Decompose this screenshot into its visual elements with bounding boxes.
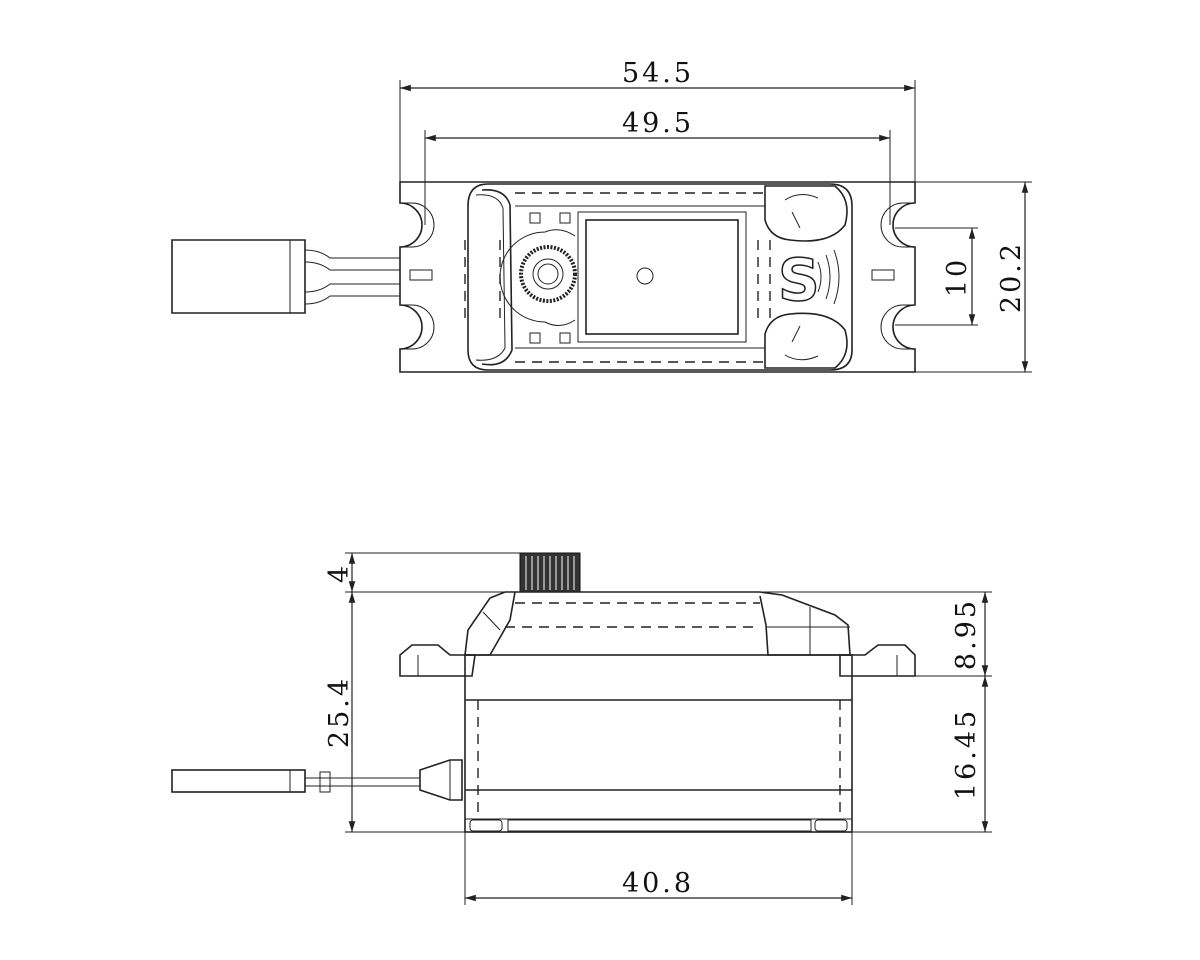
side-view [171,552,916,833]
dim-overall-length: 54.5 [622,58,694,89]
mounting-tab-left [399,644,476,677]
label-plate-left [409,269,433,281]
wire-bundle-top [304,249,400,305]
dim-body-length: 40.8 [622,868,694,899]
dim-hole-spacing-length: 49.5 [622,108,694,139]
side-view-dimensions: 4 25.4 8.95 16.45 40.8 [324,552,992,905]
dim-width: 20.2 [996,241,1027,313]
cable-guide-bottom [764,312,848,369]
top-label-area [577,211,747,343]
mounting-flange-outline [399,181,916,373]
dim-hole-spacing-width: 10 [942,257,973,297]
top-case-right-block [759,591,851,656]
connector-plug-top [171,239,306,314]
brand-logo: S [778,246,820,314]
dim-spline-height: 4 [324,563,355,583]
connector-plug-side [171,769,306,793]
case-body [467,183,853,371]
cable-guide-top [764,185,848,242]
label-plate-right [871,269,895,281]
main-case-body [464,654,853,833]
top-view-dimensions: 54.5 49.5 20.2 10 [399,58,1032,373]
cable-exit-sleeve [419,759,463,801]
top-case-left-bevel [464,591,516,656]
foot-left [469,819,503,832]
dim-upper-height: 8.95 [951,598,982,670]
dim-lower-height: 16.45 [951,708,982,800]
foot-right [814,819,848,832]
output-spline-side [519,552,581,593]
dim-total-height: 25.4 [324,676,355,748]
top-view: S [171,181,916,373]
output-spline [519,245,577,303]
